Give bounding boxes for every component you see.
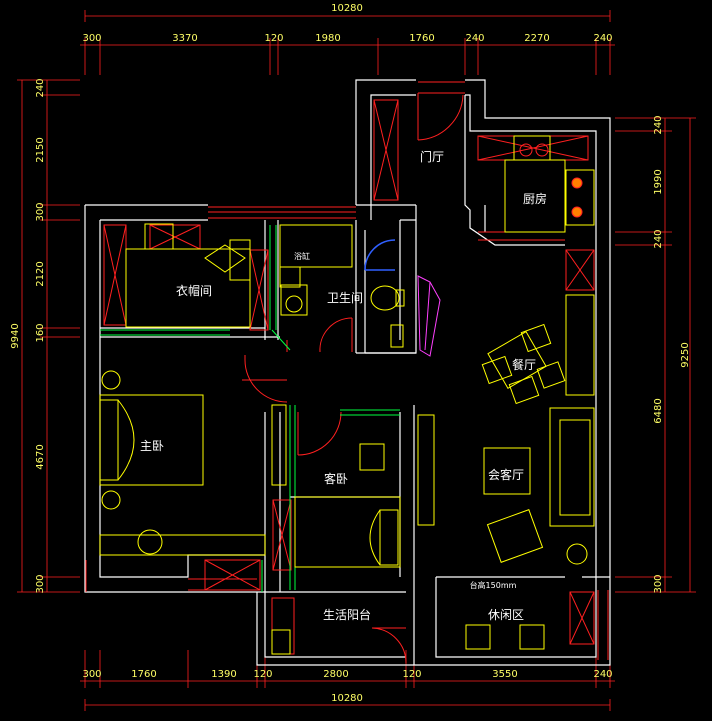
dim-bottom-total: 10280: [331, 693, 363, 704]
room-lounge: 休闲区: [488, 608, 524, 622]
room-dining: 餐厅: [512, 357, 536, 372]
dim-right-1: 240: [653, 115, 664, 134]
walls: [84, 79, 611, 666]
dim-top-6: 240: [465, 33, 484, 44]
bathtub-label: 浴缸: [294, 251, 310, 261]
dim-top-4: 1980: [315, 33, 340, 44]
furniture: [99, 135, 595, 655]
room-labels: 门厅 厨房 衣帽间 卫生间 餐厅 主卧 客卧 会客厅 生活阳台 休闲区 浴缸 台…: [140, 149, 547, 622]
room-guest-bedroom: 客卧: [324, 471, 348, 486]
room-master-bedroom: 主卧: [140, 439, 164, 453]
dim-right-total: 9250: [680, 342, 691, 367]
dimension-lines: [17, 10, 696, 711]
dim-right-5: 300: [653, 574, 664, 593]
dim-right-3: 240: [653, 229, 664, 248]
dim-bottom-6: 120: [402, 669, 421, 680]
dim-top-total: 10280: [331, 3, 363, 14]
dim-left-total: 9940: [10, 323, 21, 348]
dim-left-6: 4670: [35, 444, 46, 469]
sink-icon: [519, 143, 549, 157]
dimension-texts: 10280 300 3370 120 1980 1760 240 2270 24…: [10, 3, 691, 704]
dim-bottom-1: 300: [82, 669, 101, 680]
dim-right-2: 1990: [653, 169, 664, 194]
dim-bottom-3: 1390: [211, 669, 236, 680]
doors: [242, 93, 464, 664]
room-foyer: 门厅: [420, 149, 444, 164]
dim-top-7: 2270: [524, 33, 549, 44]
windows: [85, 81, 609, 660]
dim-top-1: 300: [82, 33, 101, 44]
dim-bottom-2: 1760: [131, 669, 156, 680]
room-utility-balcony: 生活阳台: [323, 607, 371, 622]
room-kitchen: 厨房: [523, 191, 547, 206]
dim-left-3: 300: [35, 202, 46, 221]
dim-top-8: 240: [593, 33, 612, 44]
shoe-cabinet: [417, 275, 441, 357]
dim-left-2: 2150: [35, 137, 46, 162]
dim-top-2: 3370: [172, 33, 197, 44]
dim-right-4: 6480: [653, 398, 664, 423]
dim-left-7: 300: [35, 574, 46, 593]
dim-left-1: 240: [35, 78, 46, 97]
dim-top-3: 120: [264, 33, 283, 44]
dim-top-5: 1760: [409, 33, 434, 44]
dim-bottom-5: 2800: [323, 669, 348, 680]
stove-icon: [571, 177, 583, 218]
room-walk-in-closet: 衣帽间: [176, 283, 212, 298]
dim-left-4: 2120: [35, 261, 46, 286]
dim-bottom-4: 120: [253, 669, 272, 680]
dim-bottom-8: 240: [593, 669, 612, 680]
dim-bottom-7: 3550: [492, 669, 517, 680]
room-living-room: 会客厅: [488, 467, 524, 482]
step-note-label: 台高150mm: [470, 580, 517, 590]
dim-left-5: 160: [35, 323, 46, 342]
room-bathroom: 卫生间: [327, 291, 363, 305]
